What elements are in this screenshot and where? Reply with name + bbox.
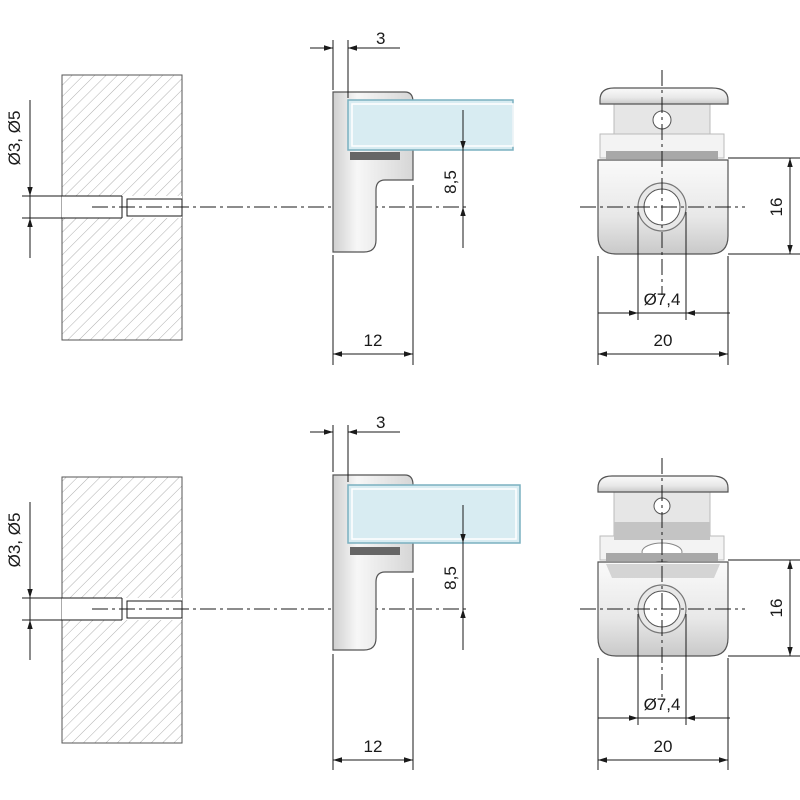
hole-dimension: Ø7,4 — [598, 212, 730, 320]
gasket — [350, 152, 400, 160]
lip-dimension: 3 — [310, 29, 400, 98]
glass-panel — [347, 484, 521, 544]
gasket — [350, 547, 400, 555]
height-dimension: 8,5 — [441, 110, 466, 248]
hole-dimension: Ø7,4 — [598, 614, 730, 725]
lip-dimension: 3 — [310, 413, 400, 482]
depth-dimension: 12 — [332, 185, 414, 365]
clamp-side-view — [332, 91, 514, 253]
view-bottom: Ø3, Ø5 3 8,5 — [5, 413, 800, 770]
height-dimension: 8,5 — [441, 505, 466, 650]
drill-dimension: Ø3, Ø5 — [5, 100, 62, 258]
width-dimension: 20 — [597, 256, 729, 365]
wall-section — [61, 476, 183, 744]
lip-label: 3 — [376, 29, 385, 48]
front-height-label: 16 — [767, 599, 786, 618]
width-label: 20 — [654, 737, 673, 756]
height-label: 8,5 — [441, 170, 460, 194]
drill-dimension: Ø3, Ø5 — [5, 502, 62, 660]
drill-label: Ø3, Ø5 — [5, 111, 24, 166]
front-height-dimension: 16 — [728, 157, 800, 255]
clamp-front-view — [597, 87, 729, 255]
width-label: 20 — [654, 331, 673, 350]
depth-label: 12 — [364, 737, 383, 756]
clamp-front-view — [597, 475, 729, 657]
width-dimension: 20 — [597, 658, 729, 770]
hole-label: Ø7,4 — [644, 290, 681, 309]
glass-panel — [347, 99, 514, 151]
front-height-dimension: 16 — [728, 559, 800, 657]
depth-dimension: 12 — [332, 578, 414, 770]
front-height-label: 16 — [767, 198, 786, 217]
drill-label: Ø3, Ø5 — [5, 513, 24, 568]
hole-label: Ø7,4 — [644, 695, 681, 714]
clamp-side-view — [332, 474, 521, 651]
view-top: Ø3, Ø5 3 8,5 — [5, 29, 800, 365]
height-label: 8,5 — [441, 566, 460, 590]
depth-label: 12 — [364, 331, 383, 350]
lip-label: 3 — [376, 413, 385, 432]
